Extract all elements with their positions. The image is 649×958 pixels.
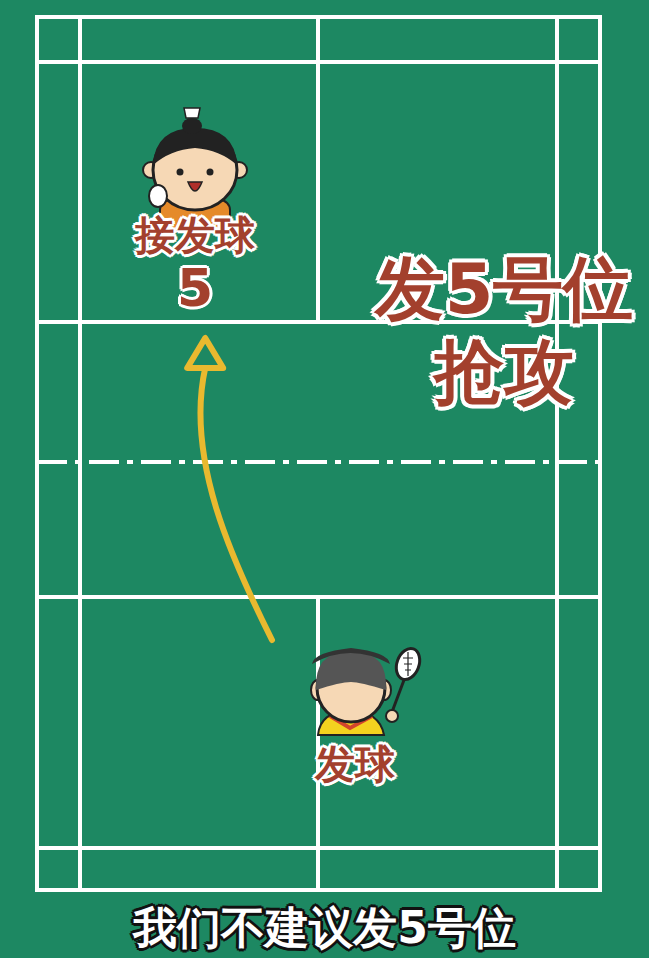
arrow-line xyxy=(200,368,272,640)
player-label: 发球 xyxy=(268,744,442,784)
server-figure xyxy=(311,645,424,735)
headline-label: 发5号位 抢攻 xyxy=(368,248,640,413)
receiver-figure xyxy=(143,108,247,230)
position-number: 5 xyxy=(110,262,280,314)
player-label: 接发球 xyxy=(110,215,280,255)
receiver-node: 接发球 5 xyxy=(110,100,280,332)
server-node: 发球 xyxy=(268,640,442,795)
caption: 我们不建议发5号位 xyxy=(0,904,649,952)
court-lines xyxy=(37,17,600,890)
arrow-head xyxy=(187,338,223,368)
serve-arrow xyxy=(187,338,272,640)
